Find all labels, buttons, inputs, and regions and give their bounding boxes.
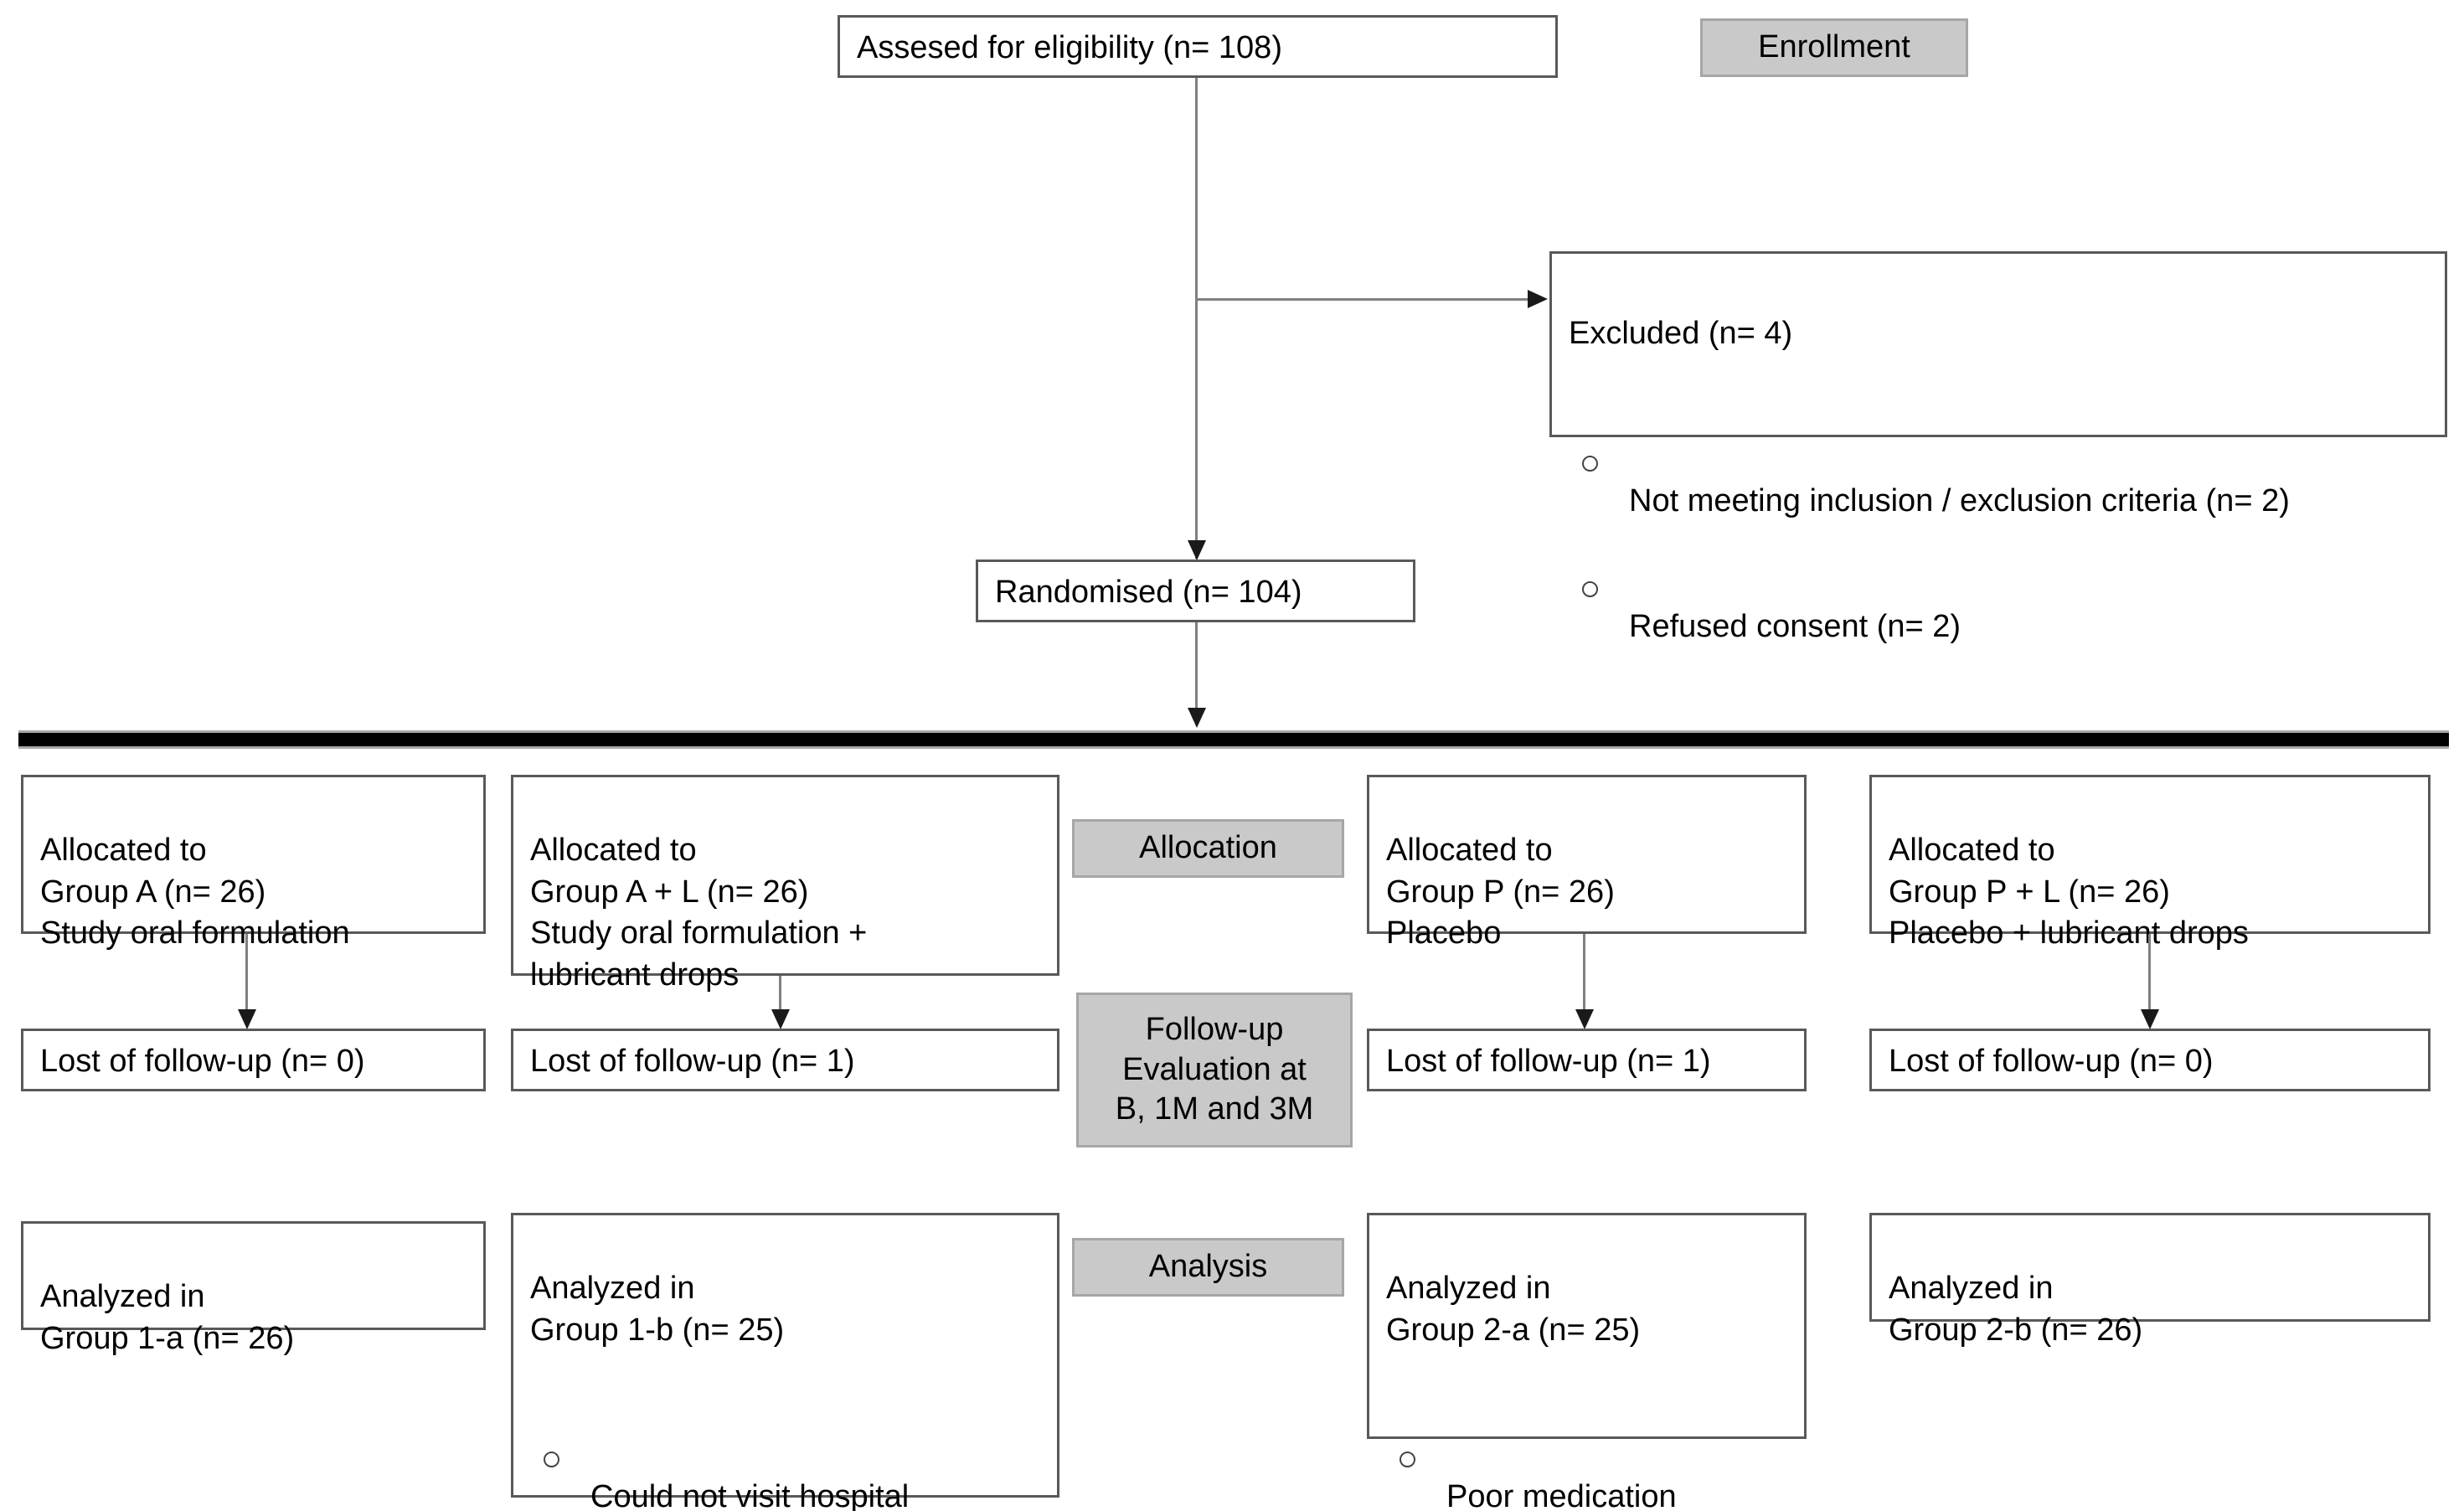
allocation-divider-rule <box>18 730 2449 749</box>
connector-allocation-to-lost-group-p-l <box>2148 934 2151 1016</box>
analyzed-reason-text: Could not visit hospital due to SARS CoV… <box>590 1479 910 1511</box>
connector-randomised-to-allocation <box>1195 622 1198 714</box>
arrow-into-randomised <box>1188 540 1206 560</box>
arrow-into-allocation-rule <box>1188 708 1206 728</box>
lost-followup-text: Lost of follow-up (n= 0) <box>1889 1043 2214 1079</box>
lost-followup-box-group-p-l: Lost of follow-up (n= 0) <box>1869 1029 2430 1091</box>
lost-followup-text: Lost of follow-up (n= 1) <box>530 1043 855 1079</box>
excluded-title: Excluded (n= 4) <box>1569 316 1793 352</box>
list-item: Refused consent (n= 2) <box>1569 565 2430 648</box>
allocation-text: Allocated to Group A + L (n= 26) Study o… <box>530 833 868 993</box>
list-item: Could not visit hospital due to SARS CoV… <box>530 1436 1042 1511</box>
lost-followup-box-group-p: Lost of follow-up (n= 1) <box>1367 1029 1807 1091</box>
randomised-box: Randomised (n= 104) <box>976 560 1415 622</box>
stage-label-followup: Follow-up Evaluation at B, 1M and 3M <box>1076 993 1353 1147</box>
excluded-reason-list: Not meeting inclusion / exclusion criter… <box>1569 396 2430 689</box>
allocation-box-group-a: Allocated to Group A (n= 26) Study oral … <box>21 775 486 951</box>
stage-label-enrollment-text: Enrollment <box>1758 29 1910 65</box>
lost-followup-text: Lost of follow-up (n= 1) <box>1386 1043 1711 1079</box>
allocation-text: Allocated to Group P + L (n= 26) Placebo… <box>1889 833 2249 951</box>
arrow-into-lost-group-p <box>1575 1009 1594 1029</box>
stage-label-analysis: Analysis <box>1072 1238 1344 1297</box>
stage-label-analysis-text: Analysis <box>1148 1249 1268 1285</box>
arrow-into-lost-group-a <box>238 1009 256 1029</box>
stage-label-enrollment: Enrollment <box>1700 18 1968 77</box>
assessed-for-eligibility-box: Assesed for eligibility (n= 108) <box>838 15 1558 78</box>
connector-allocation-to-lost-group-a-l <box>779 976 781 1016</box>
list-item: Poor medication compliance (<80%) <box>1386 1436 1789 1511</box>
analyzed-box-group-a-l: Analyzed in Group 1-b (n= 25) Could not … <box>511 1213 1059 1511</box>
analyzed-text: Analyzed in Group 1-b (n= 25) <box>530 1271 785 1348</box>
arrow-into-excluded <box>1528 290 1548 308</box>
connector-allocation-to-lost-group-a <box>245 934 248 1016</box>
connector-assessed-to-randomised <box>1195 78 1198 559</box>
excluded-reason-text: Not meeting inclusion / exclusion criter… <box>1629 482 2290 518</box>
analyzed-box-group-a: Analyzed in Group 1-a (n= 26) <box>21 1221 486 1356</box>
excluded-reason-text: Refused consent (n= 2) <box>1629 609 1961 645</box>
allocation-box-group-p: Allocated to Group P (n= 26) Placebo <box>1367 775 1807 951</box>
allocation-box-group-a-l: Allocated to Group A + L (n= 26) Study o… <box>511 775 1059 993</box>
analyzed-text: Analyzed in Group 2-a (n= 25) <box>1386 1271 1641 1348</box>
lost-followup-text: Lost of follow-up (n= 0) <box>40 1043 365 1079</box>
analyzed-reason-text: Poor medication compliance (<80%) <box>1446 1479 1677 1511</box>
allocation-text: Allocated to Group A (n= 26) Study oral … <box>40 833 350 951</box>
arrow-into-lost-group-p-l <box>2141 1009 2159 1029</box>
randomised-text: Randomised (n= 104) <box>995 574 1302 610</box>
analyzed-box-group-p-l: Analyzed in Group 2-b (n= 26) <box>1869 1213 2430 1348</box>
analyzed-text: Analyzed in Group 2-b (n= 26) <box>1889 1271 2143 1348</box>
assessed-for-eligibility-text: Assesed for eligibility (n= 108) <box>857 29 1282 65</box>
allocation-box-group-p-l: Allocated to Group P + L (n= 26) Placebo… <box>1869 775 2430 951</box>
analyzed-box-group-p: Analyzed in Group 2-a (n= 25) Poor medic… <box>1367 1213 1807 1511</box>
analyzed-reason-list: Poor medication compliance (<80%) <box>1386 1393 1789 1511</box>
lost-followup-box-group-a: Lost of follow-up (n= 0) <box>21 1029 486 1091</box>
list-item: Not meeting inclusion / exclusion criter… <box>1569 440 2430 523</box>
analyzed-text: Analyzed in Group 1-a (n= 26) <box>40 1279 295 1356</box>
allocation-text: Allocated to Group P (n= 26) Placebo <box>1386 833 1615 951</box>
stage-label-followup-text: Follow-up Evaluation at B, 1M and 3M <box>1115 1012 1314 1127</box>
stage-label-allocation: Allocation <box>1072 819 1344 878</box>
connector-allocation-to-lost-group-p <box>1583 934 1585 1016</box>
analyzed-reason-list: Could not visit hospital due to SARS CoV… <box>530 1393 1042 1511</box>
excluded-box: Excluded (n= 4) Not meeting inclusion / … <box>1549 251 2447 644</box>
lost-followup-box-group-a-l: Lost of follow-up (n= 1) <box>511 1029 1059 1091</box>
stage-label-allocation-text: Allocation <box>1139 830 1277 866</box>
connector-to-excluded <box>1195 298 1539 301</box>
arrow-into-lost-group-a-l <box>771 1009 790 1029</box>
